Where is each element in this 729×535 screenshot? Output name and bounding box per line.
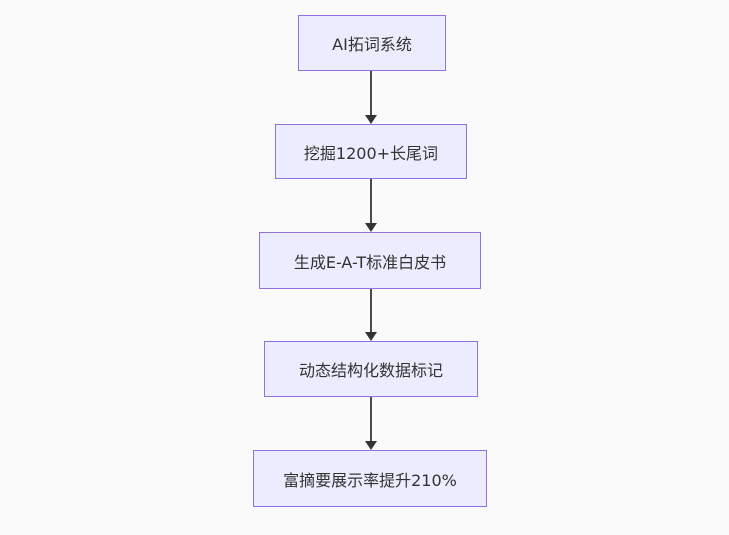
flow-arrow-down — [365, 289, 377, 341]
arrow-head-down-icon — [365, 332, 377, 341]
flow-node-structured-data-markup: 动态结构化数据标记 — [264, 341, 478, 397]
flow-node-ai-word-expansion: AI拓词系统 — [298, 15, 446, 71]
flow-node-eat-whitepaper: 生成E-A-T标准白皮书 — [259, 232, 481, 289]
arrow-line — [370, 179, 372, 225]
flow-arrow-down — [365, 179, 377, 232]
flow-node-label: 富摘要展示率提升210% — [283, 470, 457, 490]
flow-node-rich-snippet-rate: 富摘要展示率提升210% — [253, 450, 487, 507]
arrow-line — [370, 71, 372, 117]
flow-arrow-down — [365, 397, 377, 450]
flow-node-label: AI拓词系统 — [332, 35, 412, 54]
flow-node-label: 动态结构化数据标记 — [298, 361, 443, 380]
flow-node-label: 生成E-A-T标准白皮书 — [293, 252, 447, 272]
arrow-head-down-icon — [365, 115, 377, 124]
arrow-head-down-icon — [365, 223, 377, 232]
arrow-line — [370, 289, 372, 334]
flow-arrow-down — [365, 71, 377, 124]
arrow-line — [370, 397, 372, 443]
flow-node-label: 挖掘1200+长尾词 — [303, 143, 439, 163]
flow-node-longtail-keywords: 挖掘1200+长尾词 — [275, 124, 467, 179]
arrow-head-down-icon — [365, 441, 377, 450]
